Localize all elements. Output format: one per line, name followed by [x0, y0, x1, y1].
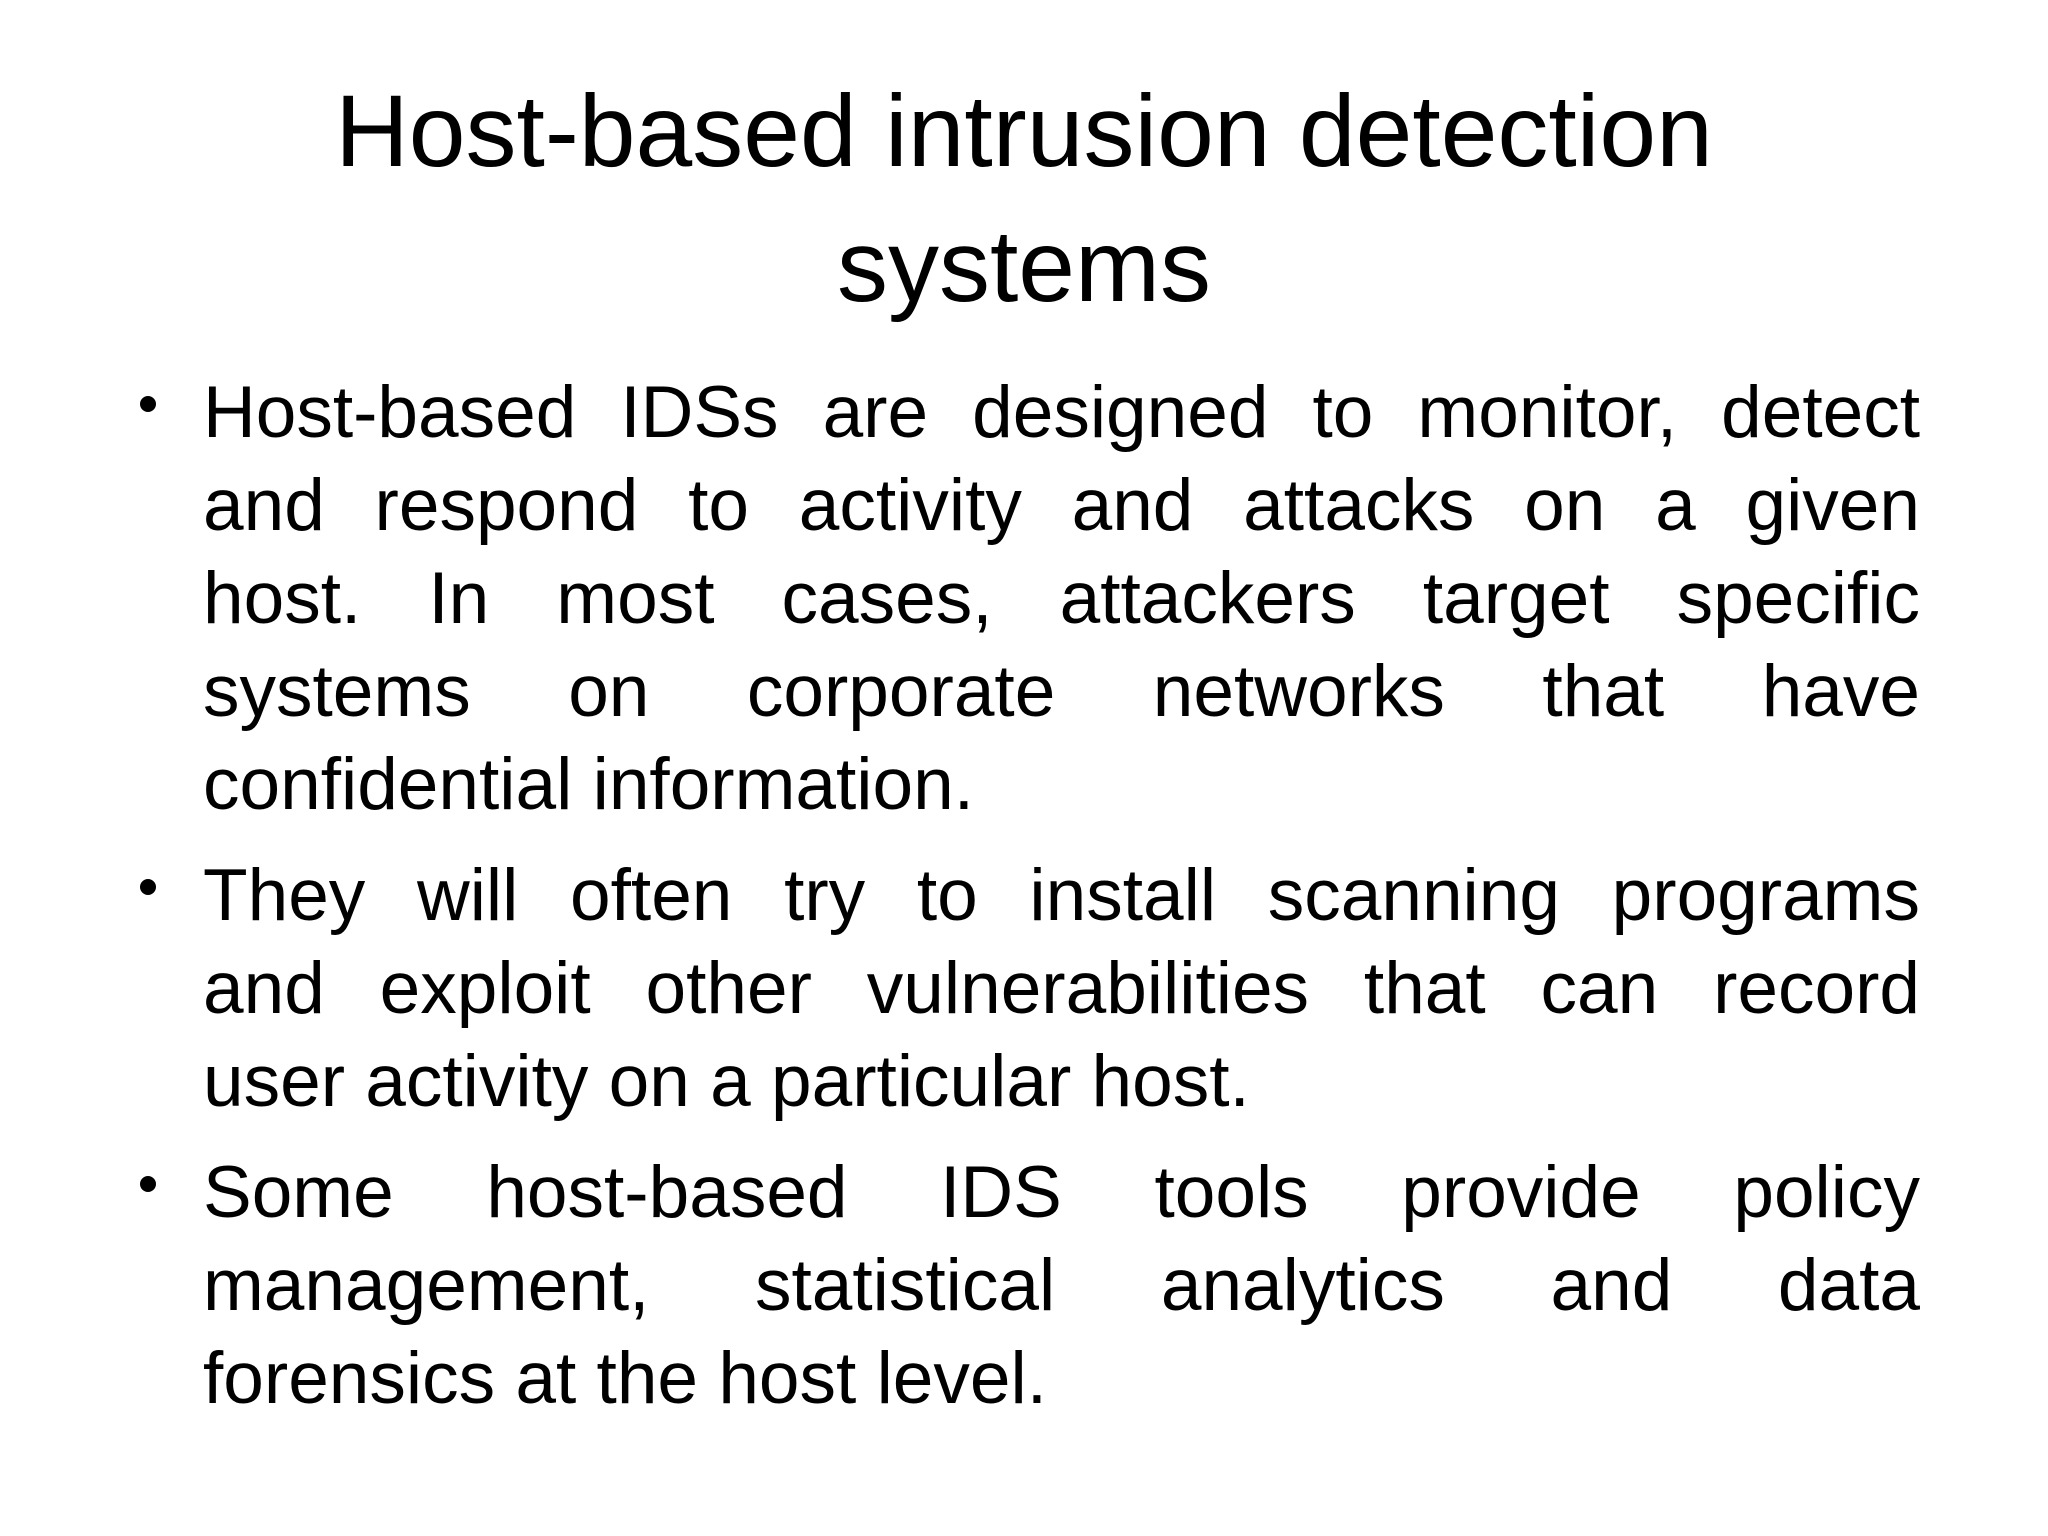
slide-title: Host-based intrusion detection systems — [0, 0, 2048, 334]
title-line: Host-based intrusion detection — [335, 74, 1713, 188]
bullet-text-line: user activity on a particular host. — [203, 1041, 1250, 1122]
bullet-dot-icon — [140, 879, 156, 895]
bullet-text-line: Some host-based IDS tools provide policy — [203, 1152, 1920, 1233]
bullet-text-line: Host-based IDSs are designed to monitor,… — [203, 372, 1920, 453]
bullet-text-line: confidential information. — [203, 744, 974, 825]
bullet-text-line: management, statistical analytics and da… — [203, 1245, 1920, 1326]
bullet-list: Host-based IDSs are designed to monitor,… — [140, 366, 1920, 1425]
bullet-text-line: systems on corporate networks that have — [203, 651, 1920, 732]
bullet-dot-icon — [140, 1176, 156, 1192]
bullet-item: Some host-based IDS tools provide policy… — [140, 1146, 1920, 1425]
title-line: systems — [836, 209, 1212, 323]
bullet-text-line: host. In most cases, attackers target sp… — [203, 558, 1920, 639]
bullet-text-line: They will often try to install scanning … — [203, 855, 1920, 936]
bullet-text-line: forensics at the host level. — [203, 1338, 1047, 1419]
bullet-text-line: and respond to activity and attacks on a… — [203, 465, 1920, 546]
bullet-dot-icon — [140, 396, 156, 412]
bullet-item: They will often try to install scanning … — [140, 849, 1920, 1128]
bullet-item: Host-based IDSs are designed to monitor,… — [140, 366, 1920, 831]
bullet-text-line: and exploit other vulnerabilities that c… — [203, 948, 1920, 1029]
